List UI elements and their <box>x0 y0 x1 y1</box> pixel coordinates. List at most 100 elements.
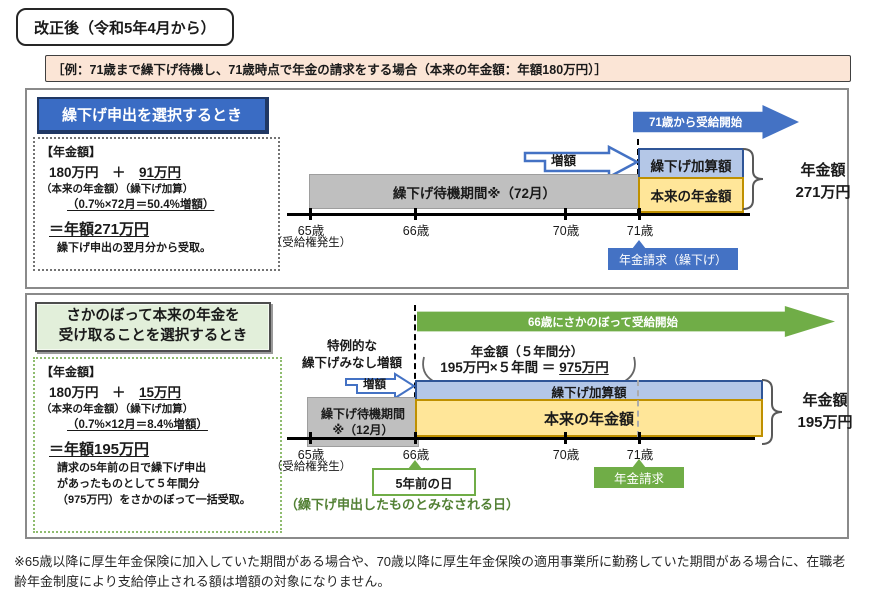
waiting-period-bar: 繰下げ待機期間※（72月） <box>309 174 640 209</box>
total-amount-value: 195万円 <box>797 413 853 431</box>
timeline-axis <box>287 437 755 440</box>
start-receipt-arrow-label: 71歳から受給開始 <box>649 117 743 129</box>
tick-66 <box>414 208 417 220</box>
calc-base-amount: 180万円 ＋ <box>49 165 140 180</box>
panel-retroactive-receipt: さかのぼって本来の年金を 受け取ることを選択するとき 【年金額】 180万円 ＋… <box>25 293 853 539</box>
age71-dashed-line <box>637 380 639 437</box>
entitlement-note: （受給権発生） <box>270 461 352 473</box>
pension-claim-label: 年金請求（繰下げ） <box>608 248 738 270</box>
brace-icon <box>761 379 783 445</box>
example-header-text: ［例：71歳まで繰下げ待機し、71歳時点で年金の請求をする場合（本来の年金額：年… <box>52 63 607 77</box>
tick-label-65: 65歳 <box>297 224 325 238</box>
base-pension-label: 本来の年金額 <box>543 410 634 428</box>
tick-label-70: 70歳 <box>552 448 580 462</box>
pointer-triangle-icon <box>632 240 646 249</box>
calc-add-amount: 15万円 <box>139 385 182 400</box>
waiting-period-label: 繰下げ待機期間※（72月） <box>392 185 557 201</box>
timeline-axis <box>287 213 750 216</box>
brace-icon <box>742 148 764 210</box>
calc-note-2: があったものとして５年間分 <box>57 478 200 490</box>
tick-65 <box>309 432 312 444</box>
special-deemed-increase-label: 特例的な 繰下げみなし増額 <box>289 338 415 372</box>
tick-71 <box>638 432 641 444</box>
total-amount-label: 年金額 195万円 <box>779 390 870 434</box>
waiting-period-line1: 繰下げ待機期間 <box>320 406 405 421</box>
calc-labels: （本来の年金額）（繰下げ加算） <box>41 183 194 195</box>
calc-total: ＝年額195万円 <box>49 441 150 458</box>
total-amount-caption: 年金額 <box>800 162 846 179</box>
tick-label-66: 66歳 <box>402 224 430 238</box>
deemed-date-note: （繰下げ申出したものとみなされる日） <box>285 497 520 512</box>
revision-title: 改正後（令和5年4月から） <box>34 19 216 37</box>
tick-70 <box>564 432 567 444</box>
retroactive-receipt-arrow: 66歳にさかのぼって受給開始 <box>417 306 835 337</box>
tick-71 <box>638 208 641 220</box>
total-amount-value: 271万円 <box>795 183 851 201</box>
base-pension-label: 本来の年金額 <box>650 189 732 204</box>
panel2-header-line1: さかのぼって本来の年金を <box>66 308 240 325</box>
pension-claim-text: 年金請求 <box>613 472 664 486</box>
pension-claim-text: 年金請求（繰下げ） <box>618 252 727 267</box>
deferral-addition-box: 繰下げ加算額 <box>638 148 744 181</box>
calc-title: 【年金額】 <box>41 145 102 159</box>
five-years-ago-box: 5年前の日 <box>372 468 476 496</box>
tick-label-65: 65歳 <box>297 448 325 462</box>
calc-formula: 180万円 ＋ 91万円 <box>41 161 272 181</box>
tick-65 <box>309 208 312 220</box>
tick-66 <box>414 432 417 444</box>
revision-title-box: 改正後（令和5年4月から） <box>16 8 234 46</box>
deferral-addition-bar: 繰下げ加算額 <box>415 380 763 403</box>
pension-claim-label: 年金請求 <box>594 467 684 488</box>
pointer-triangle-icon <box>632 459 646 468</box>
entitlement-note: （受給権発生） <box>270 237 352 249</box>
paren-right-icon <box>624 356 636 382</box>
total-amount-label: 年金額 271万円 <box>777 160 869 204</box>
panel-deferral-request: 繰下げ申出を選択するとき 【年金額】 180万円 ＋ 91万円 （本来の年金額）… <box>25 88 851 289</box>
paren-left-icon <box>422 356 434 382</box>
footnote: ※65歳以降に厚生年金保険に加入していた期間がある場合や、70歳以降に厚生年金保… <box>14 554 846 590</box>
pointer-triangle-icon <box>408 460 422 469</box>
panel2-calc-box: 【年金額】 180万円 ＋ 15万円 （本来の年金額）（繰下げ加算） （0.7%… <box>33 357 282 533</box>
panel2-header: さかのぼって本来の年金を 受け取ることを選択するとき <box>35 302 271 352</box>
panel1-header: 繰下げ申出を選択するとき <box>37 97 267 132</box>
base-pension-box: 本来の年金額 <box>638 177 744 213</box>
deferral-addition-label: 繰下げ加算額 <box>650 158 732 174</box>
calc-note-3: （975万円）をさかのぼって一括受取。 <box>57 494 251 506</box>
base-pension-bar: 本来の年金額 <box>415 399 763 437</box>
calc-rate: （0.7%×72月＝50.4%増額） <box>67 199 215 211</box>
total-amount-caption: 年金額 <box>802 392 848 409</box>
tick-70 <box>564 208 567 220</box>
special-deemed-line1: 特例的な <box>326 339 377 353</box>
five-year-formula-text: 195万円×５年間 ＝ <box>440 360 560 375</box>
calc-base-amount: 180万円 ＋ <box>49 385 140 400</box>
tick-label-71: 71歳 <box>626 224 654 238</box>
panel2-header-line2: 受け取ることを選択するとき <box>58 328 248 344</box>
calc-rate: （0.7%×12月＝8.4%増額） <box>67 419 208 431</box>
increase-arrow-icon <box>345 372 416 400</box>
waiting-period-line2: ※（12月） <box>332 423 394 437</box>
start-receipt-arrow: 71歳から受給開始 <box>633 105 799 139</box>
increase-label: 増額 <box>551 154 577 168</box>
calc-add-amount: 91万円 <box>139 165 182 180</box>
calc-formula: 180万円 ＋ 15万円 <box>41 381 274 401</box>
example-header-bar: ［例：71歳まで繰下げ待機し、71歳時点で年金の請求をする場合（本来の年金額：年… <box>45 55 851 82</box>
age66-dashed-line <box>414 305 416 437</box>
special-deemed-line2: 繰下げみなし増額 <box>301 355 402 370</box>
calc-labels: （本来の年金額）（繰下げ加算） <box>41 403 194 415</box>
five-year-amount-title: 年金額（５年間分） <box>470 345 584 359</box>
panel1-calc-box: 【年金額】 180万円 ＋ 91万円 （本来の年金額）（繰下げ加算） （0.7%… <box>33 137 280 271</box>
calc-total: ＝年額271万円 <box>49 221 150 238</box>
five-years-ago-label: 5年前の日 <box>395 476 453 491</box>
panel1-header-label: 繰下げ申出を選択するとき <box>61 107 242 124</box>
calc-title: 【年金額】 <box>41 365 102 379</box>
five-year-amount-formula: 195万円×５年間 ＝ 975万円 <box>432 356 617 376</box>
calc-note: 繰下げ申出の翌月分から受取。 <box>57 242 211 254</box>
tick-label-70: 70歳 <box>552 224 580 238</box>
retroactive-receipt-arrow-label: 66歳にさかのぼって受給開始 <box>528 316 678 329</box>
tick-label-71: 71歳 <box>626 448 654 462</box>
five-year-formula-total: 975万円 <box>559 360 609 375</box>
deferral-addition-label: 繰下げ加算額 <box>551 386 627 400</box>
calc-note-1: 請求の5年前の日で繰下げ申出 <box>57 462 207 474</box>
tick-label-66: 66歳 <box>402 448 430 462</box>
